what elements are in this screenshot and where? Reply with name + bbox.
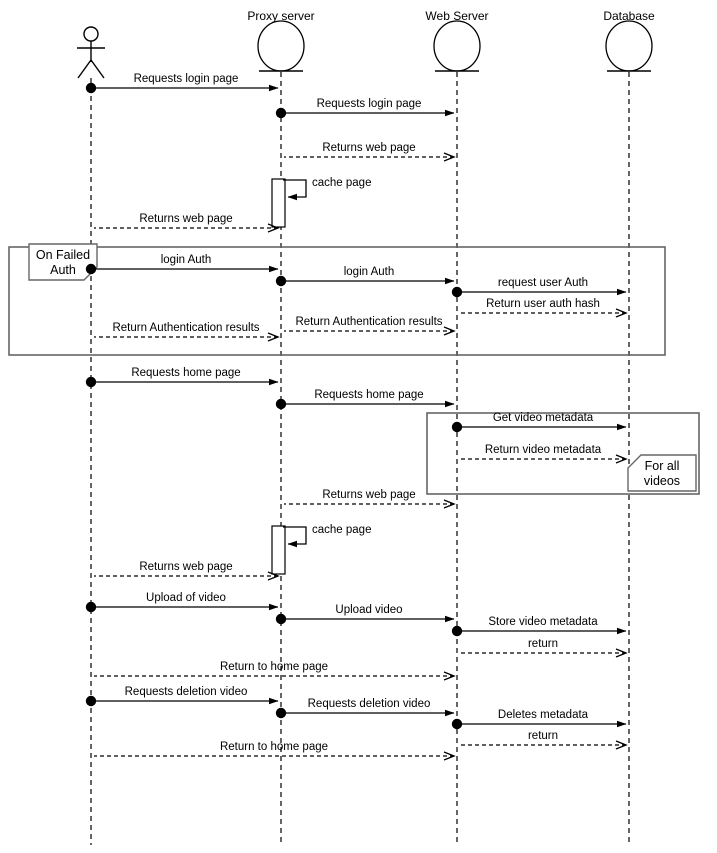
fragment-label-line-for-all-videos: videos <box>644 474 680 488</box>
message-28[interactable]: Return to home page <box>94 741 454 756</box>
actor-head-icon <box>83 26 99 42</box>
participant-web[interactable]: Web Server <box>425 9 489 72</box>
boundary-circle-icon <box>257 20 305 72</box>
message-origin-dot <box>85 376 97 388</box>
fragment-border-failed-auth <box>8 246 666 356</box>
message-origin-dot <box>85 263 97 275</box>
message-origin-dot <box>451 286 463 298</box>
message-label: Requests login page <box>317 98 422 110</box>
message-label: Return user auth hash <box>486 298 600 310</box>
message-7[interactable]: login Auth <box>275 266 455 287</box>
message-24[interactable]: Requests deletion video <box>85 686 279 707</box>
message-label: login Auth <box>344 266 395 278</box>
message-21[interactable]: Store video metadata <box>451 616 627 637</box>
message-label: return <box>528 638 558 650</box>
message-origin-dot <box>85 82 97 94</box>
message-14[interactable]: Get video metadata <box>451 412 627 433</box>
message-3[interactable]: Returns web page <box>284 142 454 157</box>
message-origin-dot <box>85 695 97 707</box>
participant-db[interactable]: Database <box>603 9 655 72</box>
message-label: Upload of video <box>146 592 226 604</box>
message-origin-dot <box>275 107 287 119</box>
message-11[interactable]: Return Authentication results <box>94 322 278 337</box>
fragment-label-line-failed-auth: Auth <box>50 263 76 277</box>
message-20[interactable]: Upload video <box>275 604 455 625</box>
message-origin-dot <box>85 601 97 613</box>
message-label: Requests deletion video <box>308 698 431 710</box>
activations-layer <box>271 178 286 575</box>
message-5[interactable]: Returns web page <box>94 213 278 228</box>
message-label: login Auth <box>161 254 212 266</box>
message-22[interactable]: return <box>460 638 626 653</box>
message-origin-dot <box>275 398 287 410</box>
message-label: request user Auth <box>498 277 588 289</box>
boundary-circle-icon <box>433 20 481 72</box>
fragment-label-line-for-all-videos: For all <box>645 459 680 473</box>
participant-label-web: Web Server <box>425 9 488 23</box>
message-19[interactable]: Upload of video <box>85 592 279 613</box>
message-6[interactable]: login Auth <box>85 254 279 275</box>
message-9[interactable]: Return user auth hash <box>460 298 626 313</box>
actor-leg-left <box>77 59 92 79</box>
message-origin-dot <box>451 625 463 637</box>
participant-proxy[interactable]: Proxy server <box>247 9 315 72</box>
message-self-path <box>283 179 307 201</box>
message-26[interactable]: Deletes metadata <box>451 709 627 730</box>
message-23[interactable]: Return to home page <box>94 661 454 676</box>
message-2[interactable]: Requests login page <box>275 98 455 119</box>
message-25[interactable]: Requests deletion video <box>275 698 455 719</box>
message-label: Requests home page <box>314 389 423 401</box>
message-origin-dot <box>275 275 287 287</box>
message-label: Requests login page <box>134 73 239 85</box>
message-18[interactable]: Returns web page <box>94 561 278 576</box>
message-label: cache page <box>312 177 371 189</box>
activation-bar-cache-2 <box>271 525 286 575</box>
message-origin-dot <box>275 613 287 625</box>
message-label: Upload video <box>335 604 402 616</box>
message-13[interactable]: Requests home page <box>275 389 455 410</box>
message-label: Returns web page <box>139 213 232 225</box>
message-label: Return to home page <box>220 741 328 753</box>
message-27[interactable]: return <box>460 730 626 745</box>
message-8[interactable]: request user Auth <box>451 277 627 298</box>
message-label: Return to home page <box>220 661 328 673</box>
message-1[interactable]: Requests login page <box>85 73 279 94</box>
message-label: Return Authentication results <box>112 322 259 334</box>
participant-label-db: Database <box>603 9 655 23</box>
message-label: Returns web page <box>322 142 415 154</box>
message-label: Return Authentication results <box>295 316 442 328</box>
activation-bar-cache-1 <box>271 178 286 228</box>
message-16[interactable]: Returns web page <box>284 489 454 504</box>
message-origin-dot <box>275 707 287 719</box>
message-label: Return video metadata <box>485 444 602 456</box>
message-label: Store video metadata <box>488 616 598 628</box>
actor-figure <box>77 26 105 79</box>
boundary-circle-icon <box>605 20 653 72</box>
message-label: Returns web page <box>322 489 415 501</box>
fragment-border-for-all-videos <box>426 412 700 495</box>
message-self-path <box>283 526 307 548</box>
message-label: Requests deletion video <box>125 686 248 698</box>
message-origin-dot <box>451 421 463 433</box>
message-label: Deletes metadata <box>498 709 589 721</box>
fragment-label-tab-for-all-videos <box>627 454 697 492</box>
message-12[interactable]: Requests home page <box>85 367 279 388</box>
message-4[interactable]: cache page <box>283 177 371 201</box>
fragment-label-line-failed-auth: On Failed <box>36 248 90 262</box>
message-15[interactable]: Return video metadata <box>460 444 626 459</box>
message-label: Returns web page <box>139 561 232 573</box>
actor-leg-right <box>90 59 105 79</box>
message-label: return <box>528 730 558 742</box>
message-label: Get video metadata <box>493 412 594 424</box>
message-label: Requests home page <box>131 367 240 379</box>
message-origin-dot <box>451 718 463 730</box>
message-17[interactable]: cache page <box>283 524 371 548</box>
message-10[interactable]: Return Authentication results <box>284 316 454 331</box>
participant-label-proxy: Proxy server <box>247 9 314 23</box>
message-label: cache page <box>312 524 371 536</box>
participant-heads-layer: Proxy server Web Server Database <box>77 9 655 79</box>
